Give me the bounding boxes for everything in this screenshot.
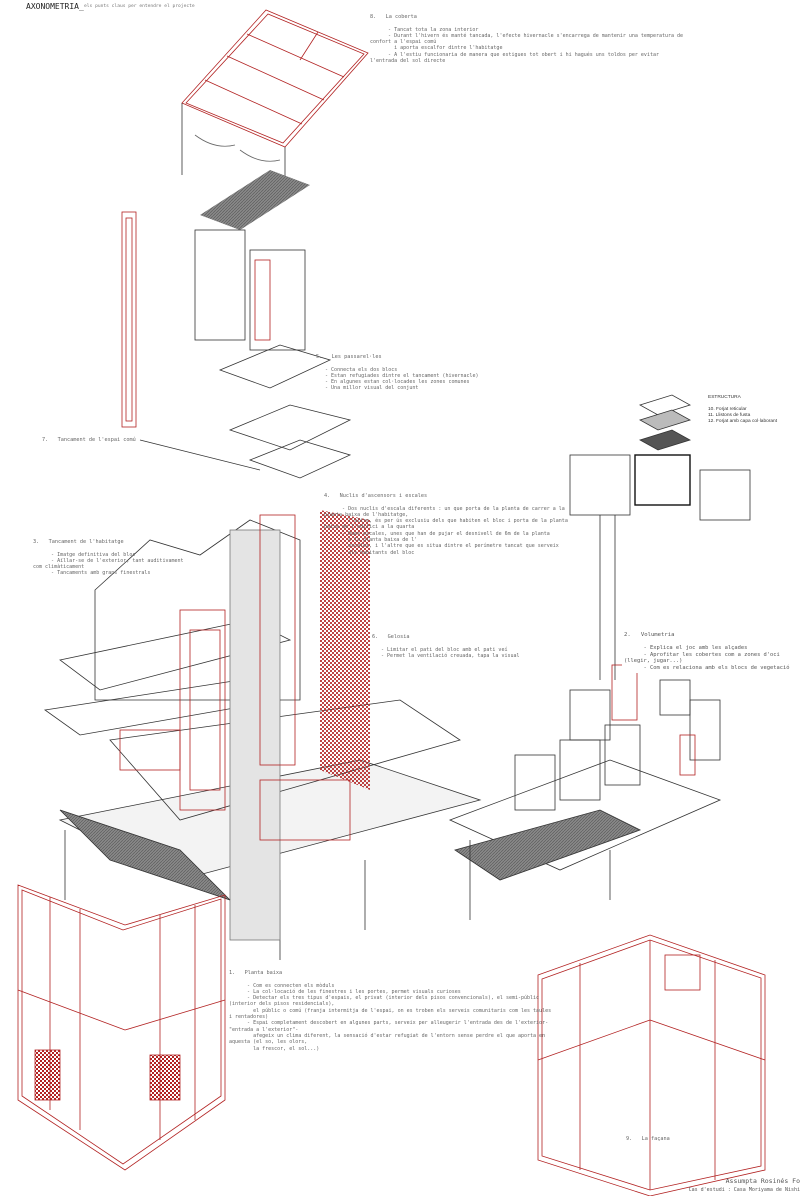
note-line: a la planta baixa de l' xyxy=(324,537,418,544)
right-block xyxy=(448,454,722,920)
note-line: l'entrada del sol directe xyxy=(370,58,446,65)
structure-legend-item: 11. Llistons de fusta xyxy=(708,413,751,418)
note-line: baixa de l'edifici a la quarta xyxy=(324,524,415,531)
note-planta-baixa: 1. Planta baixa - Com es connecten els m… xyxy=(229,970,551,1052)
note-line: la frescor, el sol...) xyxy=(229,1045,320,1052)
note-line: - Com es relaciona amb els blocs de vege… xyxy=(624,664,790,671)
note-line: i aporta escalfor dintre l'habitatge xyxy=(370,45,503,52)
lattice-screen xyxy=(320,510,370,790)
note-line: planta baixa de l'habitatge, xyxy=(324,511,409,518)
note-line: - Durant l'hivern és manté tancada, l'ef… xyxy=(370,32,684,39)
note-nuclis: 4. Nuclis d'ascensors i escales - Dos nu… xyxy=(324,493,568,556)
note-heading: 1. Planta baixa xyxy=(229,970,283,976)
note-line: - Detectar els tres tipus d'espais, el p… xyxy=(229,995,540,1002)
roof-frame xyxy=(181,9,369,148)
upper-walls xyxy=(194,229,352,479)
note-heading: 5. Les passarel·les xyxy=(316,354,382,360)
note-line: - Aprofitar les cobertes com a zones d'o… xyxy=(624,651,780,658)
note-line: afegeix un clima diferent, la sensació d… xyxy=(229,1032,546,1039)
note-line: - Tancaments amb grans finestrals xyxy=(33,570,151,577)
note-line: l'altre, és per ús exclusiu dels que hab… xyxy=(324,518,568,525)
note-line: als habitants del bloc xyxy=(324,549,415,556)
note-line: - La col·locació de les finestres i les … xyxy=(229,988,461,995)
structure-layers xyxy=(634,394,751,521)
note-habitatge: 3. Tancament de l'habitatge - Imatge def… xyxy=(33,539,184,577)
author-name: Assumpta Rosinés Fo xyxy=(725,1177,800,1185)
note-line: el públic o comú (franja intermitja de l… xyxy=(229,1007,552,1014)
elevator-core xyxy=(229,529,281,941)
facade-left xyxy=(17,884,226,1171)
note-line: - Aïllar-se de l'exterior, tant auditiva… xyxy=(33,557,184,564)
note-line: - Connecta els dos blocs xyxy=(316,366,398,373)
note-gelosia: 6. Gelosia - Limitar el pati del bloc am… xyxy=(372,634,520,659)
note-espai-comu: 7. Tancament de l'espai comú xyxy=(42,437,136,443)
note-line: - Dues escales, unes que han de pujar el… xyxy=(324,530,550,537)
note-heading: 9. La façana xyxy=(626,1136,670,1142)
note-line: (llegir, jugar...) xyxy=(624,658,683,665)
red-frames xyxy=(119,514,351,841)
structure-legend-title: ESTRUCTURA xyxy=(708,395,741,400)
structure-legend-item: 10. Forjat reticular xyxy=(708,407,747,412)
note-heading: 3. Tancament de l'habitatge xyxy=(33,539,124,545)
note-passareles: 5. Les passarel·les - Connecta els dos b… xyxy=(316,354,479,392)
note-line: com climàticament xyxy=(33,564,85,571)
note-line: i rentadores) xyxy=(229,1014,269,1021)
note-line: confort a l'espai comú xyxy=(370,39,437,46)
note-heading: 2. Volumetria xyxy=(624,632,675,638)
note-coberta: 8. La coberta - Tancat tota la zona inte… xyxy=(370,14,683,64)
structure-legend-item: 12. Forjat amb capa col·laborant xyxy=(708,419,778,424)
note-line: aquesta (el so, les olors, xyxy=(229,1039,308,1046)
note-line: - A l'estiu funcionaria de manera que es… xyxy=(370,51,659,58)
page-title: AXONOMETRIA_ xyxy=(26,2,84,11)
note-heading: 7. Tancament de l'espai comú xyxy=(42,437,136,443)
note-line: escales, i l'altre que es situa dintre e… xyxy=(324,543,559,550)
note-line: "entrada a l'exterior"- xyxy=(229,1026,299,1033)
tall-frame-left xyxy=(121,211,137,428)
note-heading: 4. Nuclis d'ascensors i escales xyxy=(324,493,428,499)
note-facana: 9. La façana xyxy=(626,1136,670,1142)
note-line: - Com es connecten els mòduls xyxy=(229,982,335,989)
walkway-top xyxy=(200,170,310,230)
note-line: - Permet la ventilació creuada, tapa la … xyxy=(372,652,520,659)
note-line: - Estan refugiades dintre el tancament (… xyxy=(316,372,479,379)
page-subtitle: els punts claus per entendre el projecte xyxy=(84,4,195,9)
note-line: - Dos nuclis d'escala diferents : un que… xyxy=(324,505,565,512)
note-heading: 8. La coberta xyxy=(370,14,417,20)
facade-right xyxy=(537,934,766,1196)
note-line: - Una millor visual del conjunt xyxy=(316,385,419,392)
note-heading: 6. Gelosia xyxy=(372,634,410,640)
note-line: - Imatge definitiva del bloc xyxy=(33,551,136,558)
case-study: Cas d'estudi : Casa Moriyama de Nishi xyxy=(688,1187,800,1193)
note-line: - Espai completament descobert en algune… xyxy=(229,1020,549,1027)
structure-legend: ESTRUCTURA 10. Forjat reticular 11. Llis… xyxy=(708,395,777,425)
note-volumetria: 2. Volumetria - Explica el joc amb les a… xyxy=(622,631,792,673)
note-line: - En algunes estan col·locades les zones… xyxy=(316,379,470,386)
note-line: - Limitar el pati del bloc amb el pati v… xyxy=(372,646,508,653)
note-line: - Tancat tota la zona interior xyxy=(370,26,479,33)
ramp xyxy=(59,809,231,901)
note-line: (interior dels pisos residencials), xyxy=(229,1001,335,1008)
note-line: - Explica el joc amb les alçades xyxy=(624,645,748,652)
